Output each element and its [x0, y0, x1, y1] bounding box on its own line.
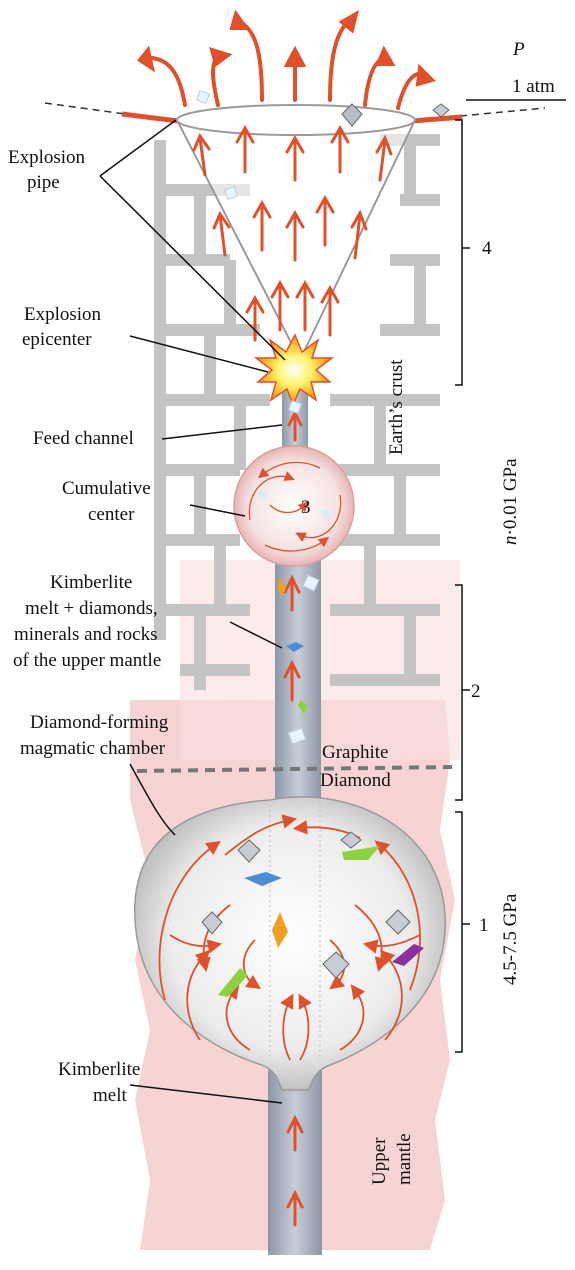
kimberlite-mixture-label-4: of the upper mantle	[13, 650, 161, 671]
chamber-pressure-label: 4.5-7.5 GPa	[500, 893, 521, 985]
kimberlite-mixture-label-3: minerals and rocks	[14, 624, 158, 645]
zone-label-3: 3	[301, 497, 311, 518]
upper-mantle-label-2: mantle	[394, 1133, 415, 1185]
pale-crystal	[287, 399, 303, 415]
upper-mantle-label-1: Upper	[369, 1137, 390, 1185]
orange-crystal	[277, 578, 286, 596]
kimberlite-mixture-label-1: Kimberlite	[50, 572, 132, 593]
diamond-forming-chamber	[134, 796, 446, 1091]
zone-label-4: 4	[482, 238, 492, 259]
kimberlite-melt-label-1: Kimberlite	[58, 1059, 140, 1080]
blue-crystal	[244, 872, 282, 886]
explosion-pipe-label-2: pipe	[27, 172, 60, 193]
pale-crystal	[302, 574, 320, 592]
feed-channel-label: Feed channel	[33, 428, 134, 449]
crust-pressure-value: ·0.01 GPa	[500, 458, 521, 536]
kimberlite-mixture-label-2: melt + diamonds,	[25, 598, 158, 619]
zone-label-1: 1	[479, 915, 489, 936]
explosion-pipe-label-1: Explosion	[8, 147, 86, 168]
eruption-arrows	[192, 124, 393, 1227]
leader-lines	[99, 119, 470, 1104]
crust-pressure-prefix: n	[500, 536, 521, 546]
graphite-diamond-boundary	[136, 765, 453, 773]
kimberlite-melt-label-2: melt	[93, 1085, 127, 1106]
zone-label-2: 2	[471, 681, 481, 702]
pale-crystal	[287, 727, 307, 745]
pale-crystal	[223, 185, 239, 201]
graphite-label: Graphite	[322, 742, 388, 763]
blue-crystal	[286, 642, 304, 652]
diamond-crystals	[195, 89, 450, 997]
orange-crystal	[272, 912, 288, 948]
diamond-chamber-label-1: Diamond-forming	[30, 712, 169, 733]
cumulative-center-label-1: Cumulative	[62, 478, 151, 499]
ejecta-arrows	[137, 9, 436, 110]
diamond-label: Diamond	[320, 770, 391, 791]
green-crystal	[298, 700, 308, 714]
earths-crust-label: Earth’s crust	[386, 359, 407, 455]
explosion-epicenter-label-2: epicenter	[22, 329, 92, 350]
pale-crystal	[195, 89, 211, 105]
green-crystal	[342, 846, 380, 860]
explosion-epicenter-label-1: Explosion	[24, 304, 102, 325]
diamond-chamber-label-2: magmatic chamber	[20, 738, 166, 759]
purple-crystal	[392, 944, 424, 966]
cumulative-center-label-2: center	[88, 504, 135, 525]
pressure-symbol: P	[512, 39, 525, 60]
text-labels: P 1 atm Explosion pipe Explosion epicent…	[8, 39, 555, 1185]
surface-line	[44, 99, 566, 124]
crust-pressure-label: n·0.01 GPa	[500, 458, 521, 545]
green-crystal	[218, 968, 248, 997]
earths-crust-bricks	[154, 134, 440, 690]
surface-pressure-label: 1 atm	[512, 76, 555, 97]
cumulative-center	[233, 445, 355, 567]
octahedral-diamond	[201, 103, 450, 979]
